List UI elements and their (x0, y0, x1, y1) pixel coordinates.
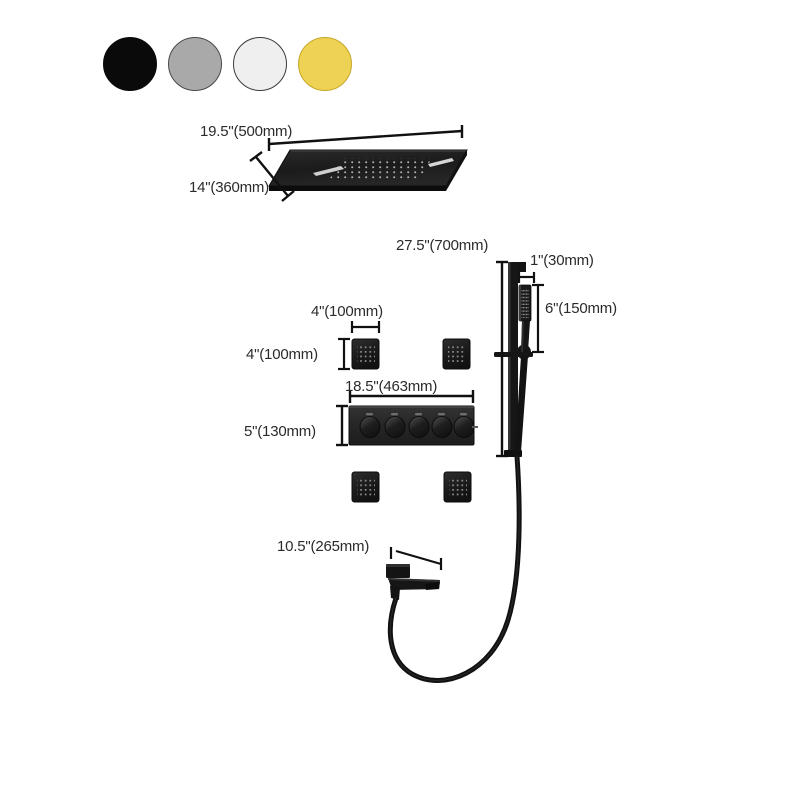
hand-shower-slide-bar-assembly (494, 262, 533, 457)
panel-light-slots (313, 158, 454, 176)
dimension-label-ceiling-width: 19.5"(500mm) (200, 123, 293, 140)
dimension-label-jet-width: 4"(100mm) (311, 303, 383, 320)
dimension-label-hand-shower-width: 1"(30mm) (530, 252, 594, 269)
dimension-line-valve-width (348, 390, 475, 403)
dimension-label-spout-length: 10.5"(265mm) (277, 538, 370, 555)
finish-swatch-brushed-nickel-gray[interactable] (168, 37, 222, 91)
dimension-line-ceiling-width (267, 125, 464, 151)
finish-swatch-matte-black[interactable] (103, 37, 157, 91)
rain-nozzle-field (329, 158, 432, 180)
valve-knob-5 (453, 413, 478, 438)
shower-hose (387, 453, 522, 683)
dimension-line-hand-shower-height (532, 283, 544, 354)
body-jet-bottom-right (443, 471, 472, 503)
dimension-line-hand-shower-width (517, 272, 536, 283)
body-jet-top-left (351, 338, 380, 370)
dimension-line-valve-height (336, 404, 348, 447)
valve-knob-2 (384, 413, 406, 438)
valve-knobs (359, 413, 478, 438)
valve-knob-3 (408, 413, 430, 438)
hand-shower-head (518, 284, 532, 322)
valve-knob-1 (359, 413, 381, 438)
dimension-label-hand-shower-height: 6"(150mm) (545, 300, 617, 317)
dimension-line-slide-bar-height (496, 260, 508, 458)
finish-swatch-chrome-white[interactable] (233, 37, 287, 91)
dimension-line-jet-width (350, 321, 381, 333)
dimension-line-jet-height (338, 337, 350, 371)
dimension-label-slide-bar-height: 27.5"(700mm) (396, 237, 489, 254)
body-jet-bottom-left (351, 471, 380, 503)
dimension-label-valve-width: 18.5"(463mm) (345, 378, 438, 395)
dimension-label-valve-height: 5"(130mm) (244, 423, 316, 440)
finish-swatch-gold[interactable] (298, 37, 352, 91)
dimension-line-ceiling-depth (249, 151, 295, 202)
ceiling-rain-shower-panel (268, 149, 468, 191)
tub-spout (386, 564, 440, 600)
dimension-line-spout-length (389, 547, 443, 570)
valve-knob-4 (431, 413, 453, 438)
dimension-label-jet-height: 4"(100mm) (246, 346, 318, 363)
thermostatic-valve-panel (348, 405, 478, 446)
body-jet-top-right (442, 338, 471, 370)
dimension-label-ceiling-depth: 14"(360mm) (189, 179, 270, 196)
